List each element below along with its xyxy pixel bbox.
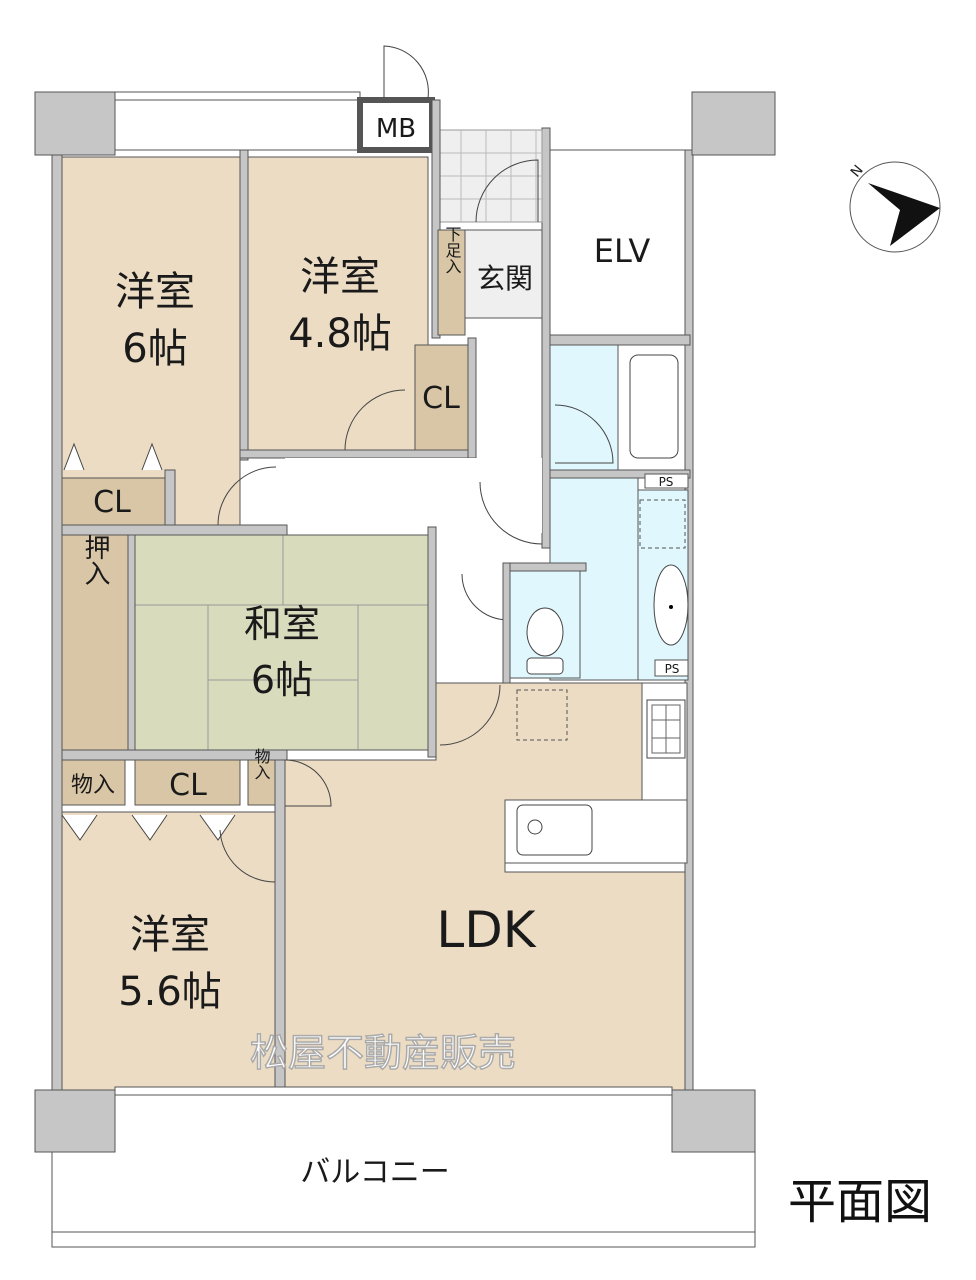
toilet-icon	[526, 607, 564, 657]
balcony-label: バルコニー	[300, 1155, 449, 1190]
room-ldk-label: LDK	[436, 901, 536, 959]
room-western-6-size: 6帖	[122, 326, 187, 372]
watermark: 松屋不動産販売	[250, 1031, 516, 1075]
elevator-label: ELV	[594, 232, 651, 270]
elevator	[549, 149, 686, 338]
storage-1	[61, 759, 126, 806]
door-swing	[383, 45, 429, 99]
closet-3	[134, 759, 241, 806]
plan-title: 平面図	[788, 1174, 932, 1230]
ps-1	[644, 473, 689, 489]
room-japanese-6-name: 和室	[244, 602, 320, 646]
room-western-6-name: 洋室	[115, 269, 195, 315]
compass-icon: N	[848, 161, 941, 253]
ps-2	[654, 659, 689, 677]
room-western-5-6	[61, 811, 276, 1091]
meter-box: MB	[357, 97, 435, 153]
shoe-storage	[437, 229, 466, 336]
entrance-tiles	[435, 129, 543, 223]
oshiire-label: 押入	[80, 534, 110, 586]
ps-2-label: PS	[665, 662, 680, 676]
sink-icon	[516, 804, 593, 856]
balcony-area	[51, 1094, 756, 1248]
closet-1-label: CL	[93, 485, 131, 520]
room-western-5-6-size: 5.6帖	[118, 969, 222, 1015]
oshiire	[61, 534, 129, 751]
room-western-5-6-name: 洋室	[130, 912, 210, 958]
closet-3-label: CL	[169, 768, 207, 803]
room-western-4-8-size: 4.8帖	[288, 311, 392, 357]
storage-2	[247, 759, 276, 806]
entrance-label: 玄関	[477, 262, 533, 295]
shoe-storage-label: 下足入	[443, 226, 462, 274]
fridge-space-icon	[516, 689, 568, 741]
meter-box-label: MB	[376, 114, 416, 144]
bathtub-icon	[629, 354, 679, 459]
storage-2-label: 物入	[252, 748, 271, 780]
stove-icon	[646, 699, 686, 759]
room-western-4-8	[247, 156, 429, 451]
ps-1-label: PS	[659, 475, 674, 489]
closet-2-label: CL	[422, 381, 460, 416]
room-western-4-8-name: 洋室	[300, 254, 380, 300]
storage-1-label: 物入	[71, 773, 115, 798]
washing-machine-pan-icon	[639, 499, 686, 549]
entrance	[464, 229, 543, 319]
room-japanese-6-size: 6帖	[251, 658, 313, 702]
